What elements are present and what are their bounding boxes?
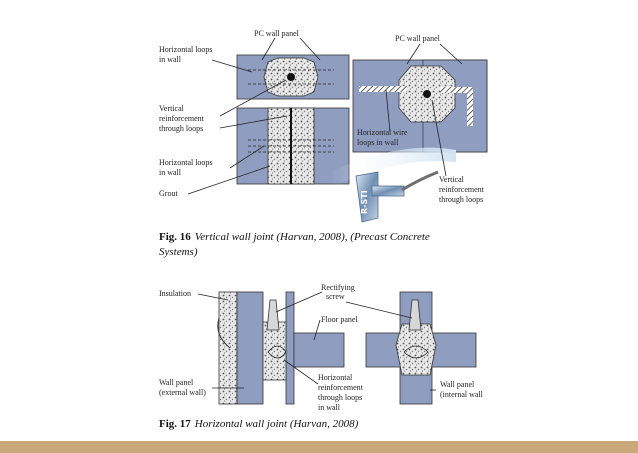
internal-wall-joint-detail bbox=[365, 291, 477, 405]
caption-fig16-line1: Fig. 16 Vertical wall joint (Harvan, 2008… bbox=[159, 231, 430, 243]
label-wall-panel-internal-1: Wall panel bbox=[440, 380, 475, 389]
grout-joint-left bbox=[262, 321, 287, 381]
caption-fig17-number: Fig. 17 bbox=[159, 418, 191, 430]
label-pc-wall-panel-left: PC wall panel bbox=[254, 29, 300, 38]
product-mark: R-STI bbox=[360, 190, 369, 214]
caption-fig16-line2: Systems) bbox=[159, 246, 198, 258]
vertical-rebar-top bbox=[287, 73, 295, 81]
insulation-layer bbox=[218, 291, 238, 405]
r-sti-product-image: R-STI bbox=[330, 147, 456, 223]
label-vertical-reinf-right-3: through loops bbox=[439, 195, 483, 204]
horizontal-loops-top bbox=[248, 69, 334, 85]
floor-panel-left bbox=[293, 332, 345, 368]
label-vertical-reinf-right-2: reinforcement bbox=[439, 185, 485, 194]
label-vertical-reinf-3: through loops bbox=[159, 124, 203, 133]
rectifying-screw-left bbox=[266, 299, 280, 331]
vertical-joint-plan-detail bbox=[236, 54, 350, 100]
label-horizontal-reinf-3: through loops bbox=[318, 393, 362, 402]
vertical-rebar-right bbox=[423, 90, 431, 98]
figure-17: Insulation Rectifying screw Floor panel … bbox=[159, 283, 484, 430]
label-horizontal-reinf-4: in wall bbox=[318, 403, 341, 412]
label-vertical-reinf-2: reinforcement bbox=[159, 114, 205, 123]
figure-16: R-STI PC wall panel PC wall panel Horizo… bbox=[159, 29, 488, 258]
label-rectifying-screw-2: screw bbox=[326, 292, 345, 301]
external-wall-inner-leaf bbox=[285, 291, 295, 405]
rectifying-screw-right bbox=[408, 299, 422, 331]
wire-loop-isometric-detail bbox=[352, 59, 488, 153]
label-horizontal-wire-2: loops in wall bbox=[357, 138, 399, 147]
horizontal-loop-right bbox=[403, 345, 429, 359]
product-cable bbox=[401, 170, 439, 192]
label-pc-wall-panel-right: PC wall panel bbox=[395, 34, 441, 43]
product-swoosh bbox=[330, 147, 456, 186]
label-wall-panel-external-2: (external wall) bbox=[159, 388, 206, 397]
product-bracket bbox=[355, 171, 379, 223]
label-horizontal-reinf-1: Horizontal bbox=[318, 373, 353, 382]
leader-lines-fig17 bbox=[197, 291, 436, 391]
horizontal-wire-bar-right bbox=[440, 87, 473, 126]
label-horizontal-loops-top-2: in wall bbox=[159, 55, 182, 64]
label-vertical-reinf-right-1: Vertical bbox=[439, 175, 465, 184]
label-insulation: Insulation bbox=[159, 289, 191, 298]
label-horizontal-loops-bottom-2: in wall bbox=[159, 168, 182, 177]
leader-lines-fig16 bbox=[187, 37, 463, 195]
caption-fig17-text: Horizontal wall joint (Harvan, 2008) bbox=[194, 418, 359, 430]
label-wall-panel-external-1: Wall panel bbox=[159, 378, 194, 387]
label-horizontal-loops-top-1: Horizontal loops bbox=[159, 45, 213, 54]
horizontal-loops-elevation bbox=[248, 139, 334, 153]
label-vertical-reinf-1: Vertical bbox=[159, 104, 185, 113]
horizontal-loop-left bbox=[267, 345, 287, 359]
footer-accent-bar bbox=[0, 441, 638, 453]
label-wall-panel-internal-2: (internal wall bbox=[440, 390, 484, 399]
label-floor-panel: Floor panel bbox=[321, 315, 358, 324]
label-horizontal-loops-bottom-1: Horizontal loops bbox=[159, 158, 213, 167]
external-wall-joint-detail bbox=[217, 291, 345, 405]
grout-joint-right bbox=[395, 323, 437, 376]
label-rectifying-screw-1: Rectifying bbox=[321, 283, 355, 292]
external-wall-panel bbox=[236, 291, 264, 405]
insulation-seal bbox=[217, 317, 231, 349]
vertical-joint-elevation-detail bbox=[236, 107, 350, 185]
product-arm bbox=[371, 185, 405, 197]
label-horizontal-reinf-2: reinforcement bbox=[318, 383, 364, 392]
label-grout: Grout bbox=[159, 189, 178, 198]
caption-fig16-number: Fig. 16 bbox=[159, 231, 191, 243]
caption-fig16-text: Vertical wall joint (Harvan, 2008), (Pre… bbox=[195, 231, 430, 243]
label-horizontal-wire-1: Horizontal wire bbox=[357, 128, 408, 137]
